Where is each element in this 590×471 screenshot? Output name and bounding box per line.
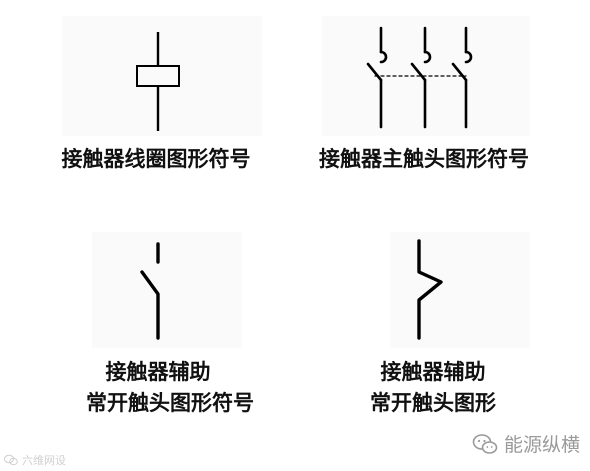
aux-no-caption-line1: 接触器辅助 [105,360,211,384]
watermark-left: 六维网设 [4,452,66,468]
aux-nc-caption-line1: 接触器辅助 [380,360,486,384]
watermark-logo-icon [4,454,18,466]
main-contact-pole-2 [410,26,432,129]
wechat-icon [472,433,498,454]
main-contact-caption: 接触器主触头图形符号 [319,147,529,171]
main-contact-pole-1 [366,26,388,129]
aux-nc-panel [390,232,530,348]
aux-nc-contact-symbol [417,239,443,340]
aux-no-caption-line2: 常开触头图形符号 [86,391,254,415]
coil-caption: 接触器线圈图形符号 [61,147,251,171]
aux-no-panel [92,232,242,348]
coil-panel [62,16,262,136]
main-contact-pole-3 [451,26,473,129]
aux-nc-caption-line2: 常开触头图形 [370,391,496,415]
coil-symbol [136,32,180,131]
main-contact-symbol [366,26,473,129]
coil-body [136,65,180,87]
watermark-right-text: 能源纵横 [503,434,580,456]
watermark-left-text: 六维网设 [22,454,66,467]
aux-no-contact-symbol [140,242,160,340]
watermark-right: 能源纵横 [472,430,580,457]
